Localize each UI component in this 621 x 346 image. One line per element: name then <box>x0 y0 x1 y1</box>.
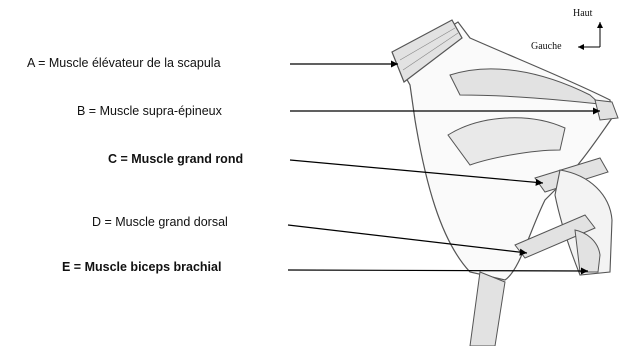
label-a: A = Muscle élévateur de la scapula <box>27 56 221 70</box>
leader-line-e <box>288 270 588 271</box>
label-c: C = Muscle grand rond <box>108 152 243 166</box>
lower-muscle-strap <box>470 272 505 346</box>
label-b: B = Muscle supra-épineux <box>77 104 222 118</box>
orientation-up-label: Haut <box>573 8 592 19</box>
label-e: E = Muscle biceps brachial <box>62 260 221 274</box>
label-d: D = Muscle grand dorsal <box>92 215 228 229</box>
orientation-left-label: Gauche <box>531 41 562 52</box>
